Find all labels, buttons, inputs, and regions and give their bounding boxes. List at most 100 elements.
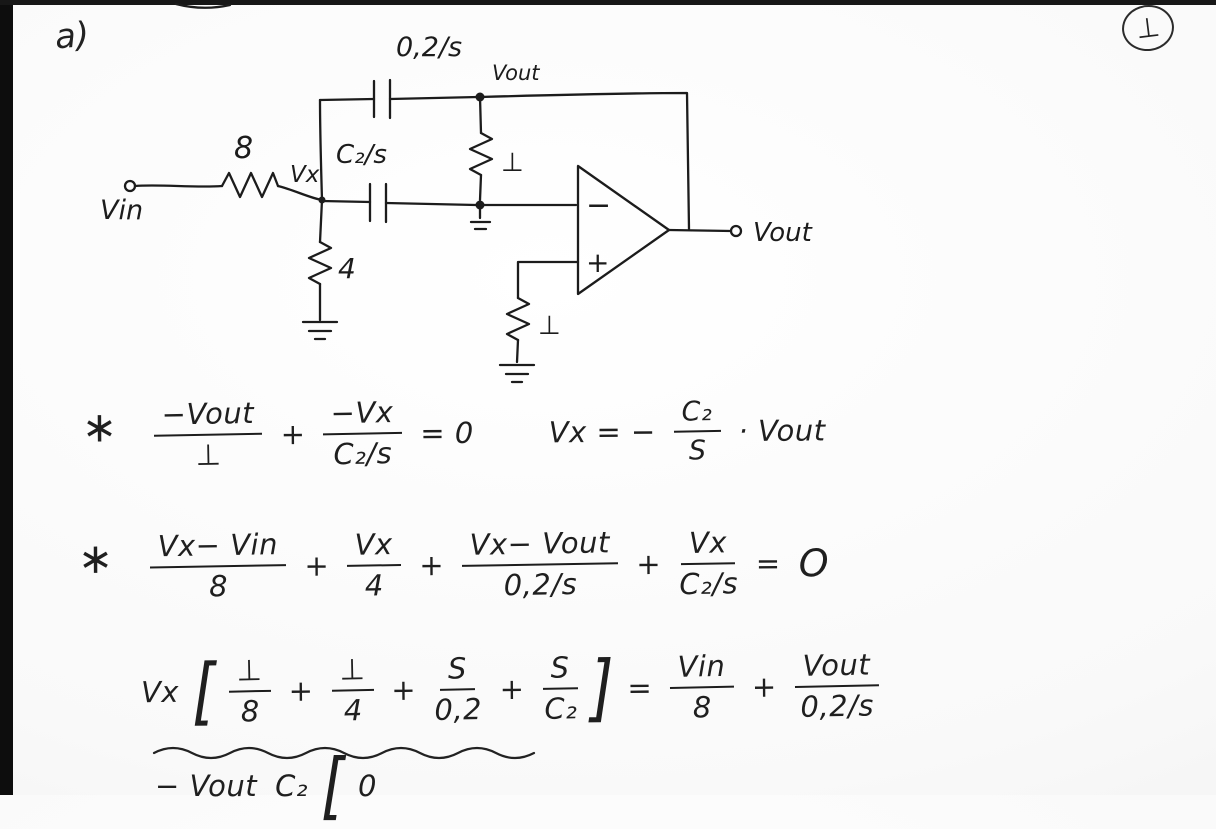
photo-edge-left xyxy=(0,0,13,795)
fraction-numerator: −Vout xyxy=(153,396,263,438)
equation-token: ] xyxy=(590,645,615,732)
wire-voutnode-down xyxy=(478,95,483,135)
vin-terminal[interactable] xyxy=(123,179,137,193)
equation-token: Vx = − xyxy=(548,414,656,450)
wire-resistor-node xyxy=(478,173,483,202)
wire-plus-input xyxy=(516,260,580,300)
vx-ground-resistor-label: 4 xyxy=(338,252,356,285)
fraction-denominator: 8 xyxy=(208,569,229,604)
fraction-denominator: C₂/s xyxy=(679,566,739,602)
wire-top-right xyxy=(388,95,480,101)
feedback-capacitor-label: 0,2/s xyxy=(396,32,462,63)
opamp-triangle xyxy=(576,164,671,296)
fraction-denominator: ⊥ xyxy=(195,437,223,473)
wire-plus-resistor-gnd xyxy=(515,338,520,364)
input-resistor xyxy=(220,171,280,199)
vx-label: Vx xyxy=(290,162,320,188)
wire-mid-left xyxy=(320,199,372,204)
equation-token: 0 xyxy=(357,769,377,803)
plus-ground-resistor-label: ⊥ xyxy=(538,311,561,341)
vout-output-label: Vout xyxy=(753,218,813,248)
fraction-numerator: Vx− Vout xyxy=(461,525,619,568)
vout-ground-resistor xyxy=(468,131,494,177)
fraction-numerator: Vout xyxy=(793,647,879,689)
vout-ground-resistor-label: ⊥ xyxy=(501,148,524,178)
wire-mid-right xyxy=(384,201,478,207)
fraction-denominator: 0,2/s xyxy=(503,567,578,603)
equation-token: + xyxy=(419,548,445,583)
equation-token: + xyxy=(280,417,306,452)
fraction-denominator: C₂/s xyxy=(333,436,393,472)
vout-node-label: Vout xyxy=(492,61,540,85)
wire-vx-down xyxy=(318,198,324,244)
wire-vx-up xyxy=(318,98,324,202)
wire-top-left xyxy=(318,97,376,102)
equation-token: = xyxy=(627,671,653,706)
fraction-numerator: Vx xyxy=(346,527,402,568)
series-capacitor xyxy=(368,182,388,224)
equation-token: + xyxy=(499,672,525,707)
wavy-underline xyxy=(152,746,536,760)
wire-input xyxy=(133,184,224,188)
equation-token: = 0 xyxy=(420,416,474,451)
opamp-plus-label: + xyxy=(586,246,609,279)
input-resistor-label: 8 xyxy=(234,131,253,166)
equation-token: O xyxy=(798,541,830,586)
fraction-denominator: 8 xyxy=(692,690,713,725)
vx-ground-resistor xyxy=(307,240,333,286)
vx-ground-symbol xyxy=(301,320,339,341)
equation-token: + xyxy=(751,670,777,705)
circuit-diagram: Vin 8 Vx 0,2/s C₂/s Vout ⊥ 4 ⊥ − + Vout xyxy=(100,2,813,384)
vin-label: Vin xyxy=(100,195,143,226)
fraction: ⊥4 xyxy=(330,652,374,729)
asterisk-bullet: ∗ xyxy=(77,534,114,584)
fraction-numerator: Vin xyxy=(669,649,734,690)
fraction-denominator: 4 xyxy=(364,568,385,603)
plus-ground-symbol xyxy=(498,363,536,384)
equation-token: Vx xyxy=(140,675,180,710)
asterisk-bullet: ∗ xyxy=(81,402,118,452)
plus-ground-resistor xyxy=(505,296,531,342)
equation-token: − Vout xyxy=(155,769,258,803)
vout-terminal[interactable] xyxy=(729,224,743,238)
fraction-numerator: ⊥ xyxy=(330,652,374,693)
feedback-capacitor xyxy=(372,78,392,120)
opamp-minus-label: − xyxy=(586,188,611,223)
equation-token: + xyxy=(636,547,662,582)
fraction-denominator: 4 xyxy=(342,693,363,728)
equation-token: [ xyxy=(191,649,217,735)
fraction-denominator: 0,2 xyxy=(434,692,483,728)
equation-token: + xyxy=(304,549,330,584)
equation-token: · Vout xyxy=(738,413,826,449)
fraction-numerator: C₂ xyxy=(673,396,721,434)
fraction: −Vout⊥ xyxy=(153,396,264,474)
stray-mark xyxy=(174,2,232,9)
fraction-denominator: 8 xyxy=(240,694,261,729)
mid-node-ground xyxy=(469,207,492,231)
fraction-numerator: −Vx xyxy=(322,395,403,436)
fraction-denominator: S xyxy=(688,435,707,467)
wire-output xyxy=(667,228,733,233)
fraction-denominator: C₂ xyxy=(543,691,578,727)
fraction-numerator: S xyxy=(541,650,578,691)
equation-token: C₂ xyxy=(275,769,309,803)
wire-feedback xyxy=(478,91,691,231)
vx-node-dot xyxy=(318,196,326,204)
